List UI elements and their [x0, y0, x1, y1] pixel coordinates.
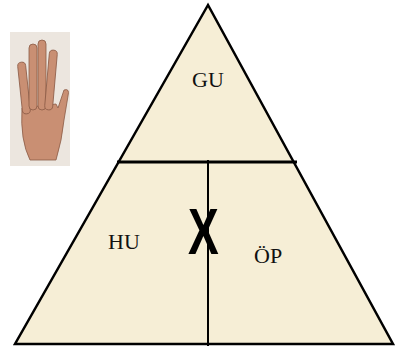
triangle-region: HU: [104, 228, 144, 256]
region-label: GU: [192, 68, 224, 92]
triangle-region: ÖP: [250, 242, 286, 270]
triangle-outline: [15, 5, 393, 344]
region-label: HU: [108, 230, 140, 254]
hand-shape: [17, 40, 68, 160]
region-label: ÖP: [254, 244, 282, 268]
triangle-region: GU: [188, 66, 228, 94]
cross-mark: X: [188, 200, 219, 264]
hand-background: [10, 32, 70, 166]
